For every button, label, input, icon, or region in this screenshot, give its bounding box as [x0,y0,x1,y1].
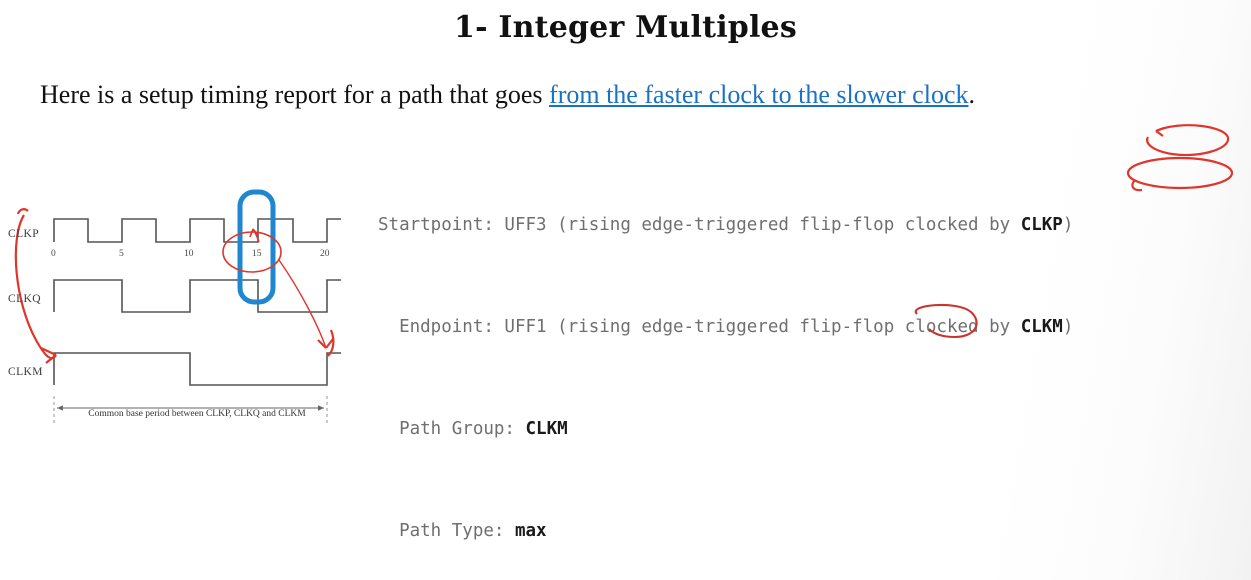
report-endpoint-suffix: ) [1062,316,1074,337]
waveform-svg: 0 5 10 15 20 [14,189,341,423]
red-circle-clkp [1146,124,1230,157]
axis-tick-10: 10 [184,249,194,259]
report-path-group-label: Path Group: [378,418,526,439]
report-startpoint-suffix: ) [1062,214,1074,235]
axis-tick-0: 0 [51,249,56,259]
axis-tick-20: 20 [320,249,330,259]
report-endpoint-prefix: Endpoint: UFF1 (rising edge-triggered fl… [378,316,1021,337]
red-circle-clkm [1126,156,1234,192]
clkm-trace [53,352,341,386]
waveform-diagram: 0 5 10 15 20 [0,180,360,435]
page-title: 1- Integer Multiples [454,10,797,45]
waveform-signal-label-clkm: CLKM [8,366,43,378]
report-path-group-line: Path Group: CLKM [378,417,1208,443]
report-startpoint-prefix: Startpoint: UFF3 (rising edge-triggered … [378,214,1021,235]
waveform-signal-label-clkq: CLKQ [8,293,41,305]
subtitle-text-pre: Here is a setup timing report for a path… [40,80,550,109]
report-path-type-value: max [514,520,547,541]
axis-tick-15: 15 [252,249,262,259]
red-annotations [14,208,335,364]
report-path-type-line: Path Type: max [378,519,1208,545]
clkq-trace [53,279,341,313]
report-path-group-value: CLKM [525,418,568,439]
timing-report-block: Startpoint: UFF3 (rising edge-triggered … [378,136,1208,580]
subtitle-text-post: . [968,80,975,109]
report-endpoint-line: Endpoint: UFF1 (rising edge-triggered fl… [378,315,1208,341]
red-circle-incr-1500 [914,303,978,339]
clkp-trace [53,218,341,243]
report-endpoint-clock: CLKM [1020,316,1063,337]
report-path-type-label: Path Type: [378,520,515,541]
subtitle-line: Here is a setup timing report for a path… [40,80,975,110]
waveform-axis-ticks: 0 5 10 15 20 [51,249,330,259]
axis-tick-5: 5 [119,249,124,259]
blue-highlight-box [237,189,276,305]
waveform-signal-label-clkp: CLKP [8,228,39,240]
report-startpoint-clock: CLKP [1020,214,1063,235]
report-startpoint-line: Startpoint: UFF3 (rising edge-triggered … [378,213,1208,239]
waveform-caption: Common base period between CLKP, CLKQ an… [88,409,306,419]
hyperlink-faster-to-slower-clock[interactable]: from the faster clock to the slower cloc… [549,80,969,109]
common-base-period-measure [53,396,328,423]
